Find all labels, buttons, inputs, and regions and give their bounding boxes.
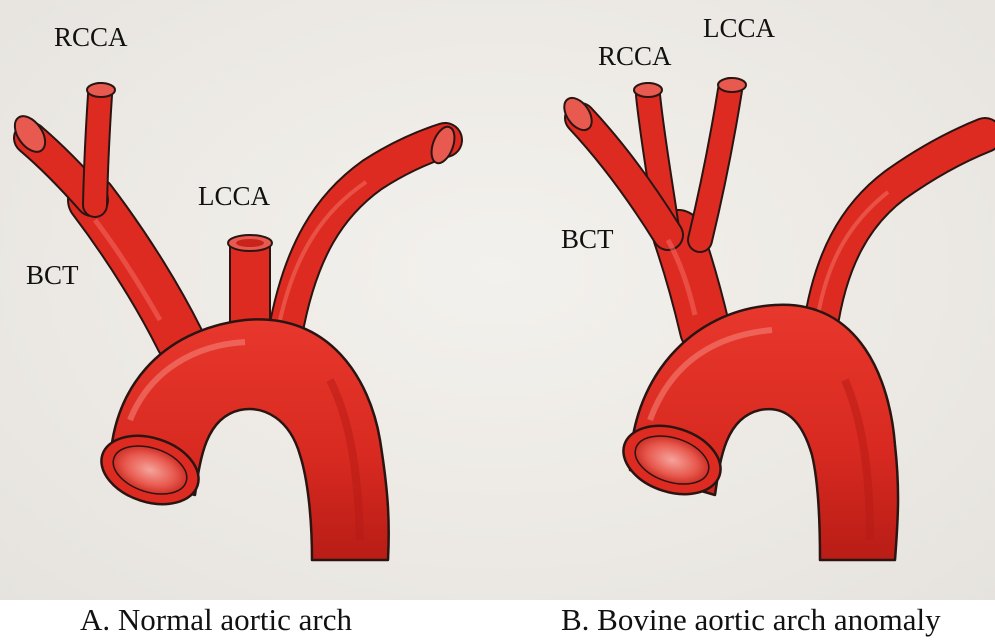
aortic-arch [93, 319, 389, 560]
aortic-arch-b [615, 305, 898, 560]
illustration [0, 0, 995, 600]
left-subclavian-artery [280, 124, 459, 335]
brachiocephalic-trunk [9, 83, 180, 340]
label-rcca-a: RCCA [54, 24, 128, 51]
common-brachiocephalic-trunk [559, 78, 746, 330]
caption-normal-arch: A. Normal aortic arch [80, 604, 352, 635]
label-lcca-b: LCCA [703, 15, 775, 42]
left-subclavian-artery-b [818, 135, 985, 330]
caption-bovine-arch: B. Bovine aortic arch anomaly [561, 604, 941, 635]
bovine-arch-drawing [559, 78, 985, 560]
label-bct-a: BCT [26, 262, 79, 289]
label-lcca-a: LCCA [198, 183, 270, 210]
label-rcca-b: RCCA [598, 43, 672, 70]
label-bct-b: BCT [561, 226, 614, 253]
normal-arch-drawing [9, 83, 459, 560]
